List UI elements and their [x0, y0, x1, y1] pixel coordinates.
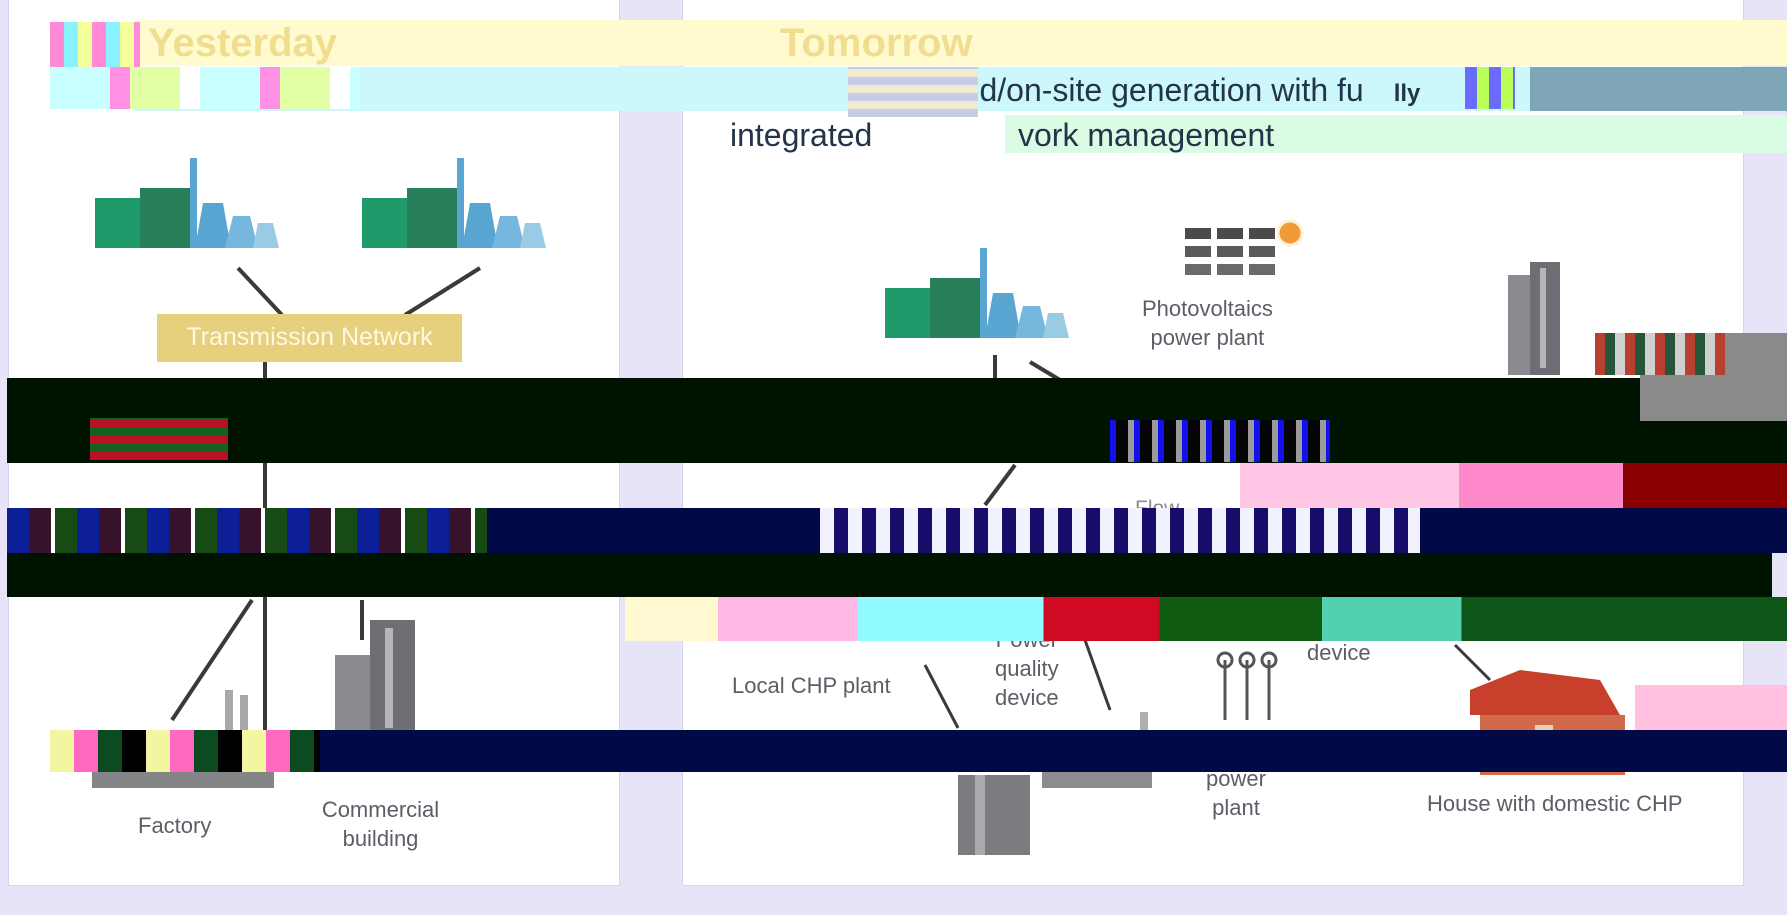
- commercial-building-label: Commercial building: [321, 797, 440, 851]
- glitch-top-right: [1465, 67, 1515, 109]
- office-building-icon: [958, 775, 1030, 855]
- power-plant-line2: plant: [1212, 795, 1260, 820]
- connection-line: [236, 266, 284, 317]
- connection-line: [1083, 639, 1112, 711]
- subtitle-band-2: [1005, 115, 1787, 153]
- local-chp-label: Local CHP plant: [732, 673, 891, 698]
- commercial-building-icon: [335, 620, 415, 735]
- colorful-band: [625, 597, 1787, 641]
- connection-line: [1453, 643, 1492, 682]
- pink-band: [1240, 463, 1787, 508]
- power-plant-icon: [362, 158, 546, 248]
- yesterday-title: Yesterday: [148, 21, 338, 65]
- power-plant-icon: [95, 158, 279, 248]
- factory-label: Factory: [138, 813, 212, 838]
- photovoltaics-label: Photovoltaics power plant: [1142, 294, 1273, 352]
- power-quality-line2: quality: [995, 656, 1059, 681]
- wind-turbine-icon: [1216, 651, 1278, 720]
- power-plant-label: power plant: [1206, 764, 1266, 822]
- glitch-right-top: [1595, 333, 1725, 375]
- subtitle-tail: lly: [1393, 80, 1421, 107]
- connection-line: [923, 664, 960, 729]
- navy-checker-left: [7, 508, 487, 553]
- corruption-band-dark-2: [7, 553, 1772, 597]
- grey-top-right: [1530, 67, 1787, 111]
- tomorrow-subtitle-line2-end: vork management: [1018, 117, 1275, 153]
- connection-line: [170, 598, 254, 722]
- glitch-top-left-2: [50, 67, 360, 109]
- photovoltaics-line2: power plant: [1150, 325, 1265, 350]
- connection-line: [403, 266, 482, 317]
- subtitle-text: uted/on-site generation with fu: [935, 72, 1364, 108]
- glitch-left-red: [90, 418, 228, 460]
- device-label: device: [1307, 640, 1371, 665]
- corruption-band-dark-1: [7, 378, 1787, 463]
- blue-glitch-mid: [1110, 420, 1330, 462]
- transmission-network-box: Transmission Network: [157, 314, 462, 362]
- solar-panel-icon: [1185, 219, 1304, 275]
- photovoltaics-line1: Photovoltaics: [1142, 296, 1273, 321]
- house-chp-label: House with domestic CHP: [1427, 791, 1683, 816]
- pink-glitch-right: [1635, 685, 1787, 730]
- power-quality-line3: device: [995, 685, 1059, 710]
- tomorrow-subtitle-line2-start: integrated: [730, 117, 873, 153]
- glitch-bottom-left: [50, 730, 320, 772]
- glitch-top-mid: [848, 67, 978, 117]
- connection-line: [1028, 360, 1062, 382]
- skyscraper-icon: [1508, 262, 1560, 375]
- connection-line: [983, 463, 1017, 507]
- tomorrow-title: Tomorrow: [780, 21, 973, 65]
- glitch-top-left-1: [50, 22, 140, 67]
- tomorrow-subtitle-line1: uted/on-site generation with fu lly: [935, 70, 1420, 114]
- power-plant-icon: [885, 248, 1069, 338]
- title-band: [135, 20, 1787, 66]
- corruption-band-navy-2: [50, 730, 1787, 772]
- navy-checker-mid: [820, 508, 1420, 553]
